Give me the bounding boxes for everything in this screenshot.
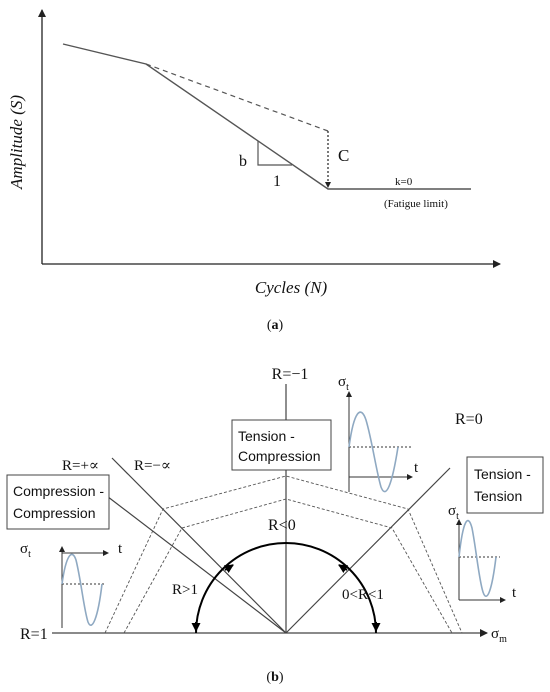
waveform-right: [458, 520, 497, 598]
box-tt-line1: Tension -: [474, 466, 531, 482]
point-c-label: C: [338, 146, 349, 165]
time-label-right: t: [512, 585, 517, 601]
waveform-inset-right: σt t: [448, 503, 517, 603]
box-tc-line2: Compression: [238, 448, 320, 464]
r-minus-one-label: R=−1: [272, 366, 309, 383]
slope-b-label: b: [239, 153, 247, 170]
box-tension-tension: Tension - Tension: [466, 456, 544, 514]
sigma-t-label-right: σt: [448, 503, 459, 522]
r-minus-inf-label: R=−∝: [134, 458, 171, 474]
x-axis-label: Cycles (N): [255, 278, 328, 297]
panel-b: R=−1 R=0 R=+∝ R=−∝ R=1 R<0 R>1 0<R<1 Ten…: [6, 366, 544, 685]
r-plus-inf-line: [81, 476, 287, 634]
sigma-m-label: σm: [491, 626, 507, 645]
dashed-envelope-inner: [123, 498, 453, 634]
time-label-top: t: [414, 460, 419, 476]
box-cc-line2: Compression: [13, 505, 95, 521]
waveform-top: [348, 411, 399, 493]
box-tt-line2: Tension: [474, 488, 522, 504]
r-zero-label: R=0: [455, 411, 483, 428]
panel-a: Amplitude (S) Cycles (N) b 1 C k=0 (Fati…: [7, 9, 501, 333]
r-less-zero-label: R<0: [268, 517, 296, 534]
slope-triangle: [257, 141, 292, 166]
caption-a: (a): [267, 318, 284, 333]
r-zero-line: [285, 467, 451, 634]
sigma-t-label-top: σt: [338, 374, 349, 393]
r-between-label: 0<R<1: [342, 587, 384, 603]
fatigue-limit-label: (Fatigue limit): [384, 198, 448, 210]
sn-curve: [62, 43, 471, 190]
sigma-t-label-left: σt: [20, 541, 31, 560]
slope-run-label: 1: [273, 173, 281, 190]
r-plus-inf-label: R=+∝: [62, 458, 99, 474]
caption-b: (b): [266, 670, 283, 685]
r-one-label: R=1: [20, 626, 48, 643]
box-cc-line1: Compression -: [13, 483, 104, 499]
waveform-inset-left: σt t: [20, 541, 123, 628]
box-tc-line1: Tension -: [238, 428, 295, 444]
waveform-inset-top: σt t: [338, 374, 419, 493]
dashed-envelope-outer: [104, 475, 463, 634]
y-axis-label: Amplitude (S): [7, 95, 26, 190]
time-label-left: t: [118, 541, 123, 557]
k-label: k=0: [395, 176, 413, 188]
r-greater-one-label: R>1: [172, 582, 198, 598]
arc-mark-right: [338, 564, 349, 574]
r-range-arc: [195, 542, 377, 634]
sn-dashed-extension: [145, 63, 329, 132]
waveform-left: [61, 553, 103, 626]
r-minus-inf-line: [111, 457, 287, 634]
arc-mark-left: [223, 564, 234, 574]
box-compression-compression: Compression - Compression: [6, 474, 110, 530]
box-tension-compression: Tension - Compression: [231, 419, 332, 471]
